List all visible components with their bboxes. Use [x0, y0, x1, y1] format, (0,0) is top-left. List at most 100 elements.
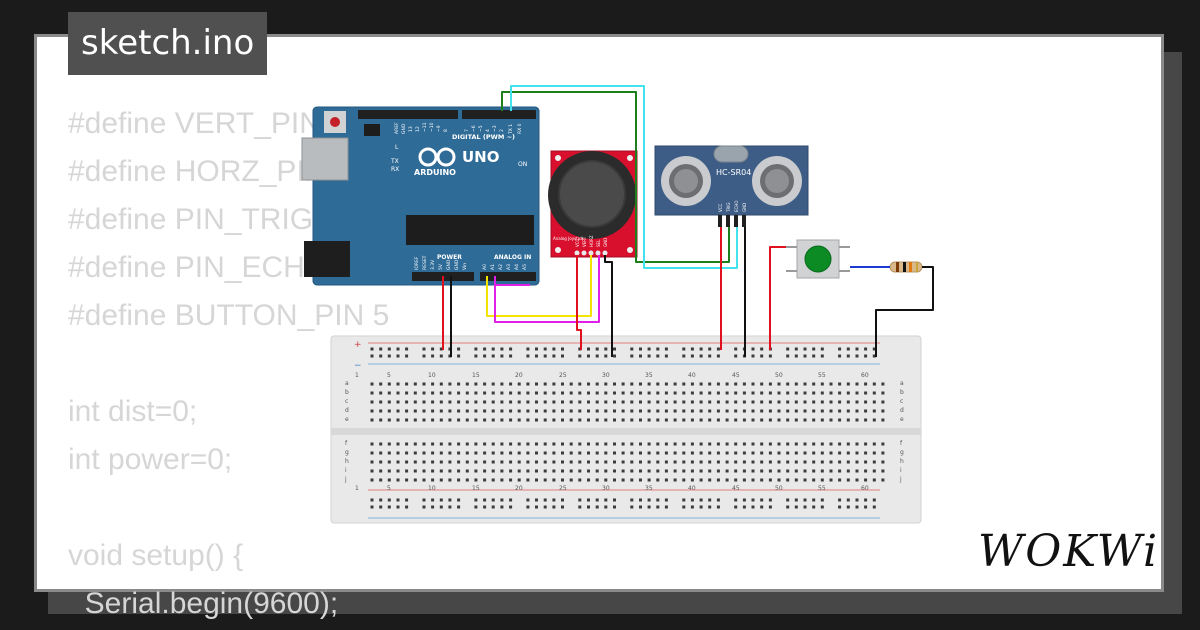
- breadboard-hole: [509, 391, 513, 395]
- breadboard-hole: [422, 347, 426, 351]
- file-tab[interactable]: sketch.ino: [68, 12, 268, 75]
- breadboard-hole: [483, 418, 487, 422]
- breadboard-hole: [699, 505, 703, 509]
- breadboard-hole: [621, 409, 625, 413]
- column-number: 35: [645, 485, 653, 492]
- breadboard-hole: [396, 409, 400, 413]
- breadboard-hole: [656, 418, 660, 422]
- breadboard-hole: [439, 442, 443, 446]
- breadboard-hole: [734, 391, 738, 395]
- breadboard-hole: [864, 354, 868, 358]
- breadboard-hole: [509, 469, 513, 473]
- breadboard-hole: [768, 442, 772, 446]
- breadboard-hole: [864, 391, 868, 395]
- breadboard-hole: [682, 469, 686, 473]
- pin-label: A5: [522, 264, 528, 270]
- breadboard-hole: [587, 418, 590, 422]
- header-analog: [480, 272, 536, 281]
- breadboard-hole: [396, 469, 400, 473]
- breadboard-hole: [803, 409, 807, 413]
- breadboard-hole: [647, 469, 651, 473]
- breadboard-hole: [656, 409, 660, 413]
- breadboard-hole: [517, 469, 521, 473]
- arduino-uno[interactable]: UNO ARDUINO DIGITAL (PWM ~) POWER ANALOG…: [301, 106, 540, 286]
- breadboard-hole: [794, 391, 798, 395]
- breadboard-hole: [439, 451, 443, 455]
- column-number: 30: [602, 372, 610, 379]
- breadboard-hole: [725, 391, 729, 395]
- breadboard-hole: [422, 460, 426, 464]
- code-line: int dist=0;: [68, 395, 198, 428]
- pin-label: A3: [506, 264, 512, 270]
- breadboard-hole: [405, 442, 409, 446]
- breadboard-hole: [690, 460, 694, 464]
- breadboard-hole: [777, 442, 781, 446]
- breadboard-hole: [708, 354, 712, 358]
- pushbutton[interactable]: [786, 239, 850, 279]
- breadboard-hole: [370, 498, 374, 502]
- breadboard-hole: [474, 451, 478, 455]
- breadboard-hole: [457, 418, 461, 422]
- breadboard-hole: [457, 400, 461, 404]
- breadboard-hole: [829, 409, 833, 413]
- breadboard-hole: [716, 409, 720, 413]
- digital-pin-labels: AREF GND 13 12 ~11 ~10 ~9 8 7 ~6 ~5 4 ~3…: [394, 122, 523, 135]
- breadboard-hole: [656, 451, 660, 455]
- row-letter: h: [900, 458, 904, 465]
- breadboard-hole: [604, 347, 608, 351]
- reset-button-cap[interactable]: [330, 117, 340, 127]
- breadboard-hole: [509, 451, 513, 455]
- breadboard-hole: [768, 354, 772, 358]
- joystick-knob[interactable]: [558, 160, 626, 228]
- ultrasonic-sensor[interactable]: HC-SR04 VCC TRIG ECHO GND: [654, 145, 809, 227]
- breadboard-hole: [725, 469, 729, 473]
- breadboard-hole: [370, 460, 374, 464]
- breadboard-hole: [569, 418, 573, 422]
- breadboard-hole: [552, 478, 556, 482]
- breadboard-hole: [552, 347, 556, 351]
- breadboard-hole: [543, 347, 547, 351]
- breadboard-hole: [422, 391, 426, 395]
- breadboard-column-numbers-bottom: 1 5 10 15 20 25 30 35 40 45 50 55 60: [355, 485, 869, 492]
- breadboard-hole: [760, 400, 764, 404]
- digital-pins-label: DIGITAL (PWM ~): [452, 133, 515, 141]
- pin-label: 2: [499, 129, 505, 132]
- breadboard-hole: [500, 478, 504, 482]
- breadboard-hole: [621, 451, 625, 455]
- breadboard-hole: [613, 498, 616, 502]
- breadboard-hole: [760, 469, 764, 473]
- breadboard-hole: [387, 382, 391, 386]
- breadboard-hole: [708, 460, 712, 464]
- breadboard-hole: [647, 391, 651, 395]
- breadboard-hole: [587, 354, 590, 358]
- breadboard-hole: [794, 498, 798, 502]
- breadboard-hole: [855, 451, 859, 455]
- breadboard-hole: [664, 498, 668, 502]
- breadboard-hole: [725, 460, 729, 464]
- breadboard-hole: [786, 347, 790, 351]
- breadboard-hole: [768, 498, 772, 502]
- analog-joystick[interactable]: Analog Joystick VCC VERT HORZ SEL GND: [548, 150, 638, 258]
- breadboard-hole: [526, 469, 530, 473]
- button-cap[interactable]: [804, 245, 832, 273]
- breadboard-hole: [370, 469, 374, 473]
- breadboard-hole: [647, 451, 651, 455]
- breadboard-hole: [682, 478, 686, 482]
- breadboard-hole: [820, 460, 824, 464]
- breadboard-hole: [630, 460, 634, 464]
- column-number: 15: [472, 372, 480, 379]
- breadboard-hole: [725, 400, 729, 404]
- breadboard-hole: [474, 505, 478, 509]
- breadboard-hole: [587, 478, 590, 482]
- breadboard-hole: [690, 451, 694, 455]
- breadboard-hole: [812, 418, 816, 422]
- breadboard-hole: [405, 409, 409, 413]
- breadboard-hole: [457, 478, 461, 482]
- breadboard-hole: [742, 460, 746, 464]
- breadboard-hole: [543, 478, 547, 482]
- breadboard-hole: [613, 469, 616, 473]
- column-number: 55: [818, 372, 826, 379]
- power-pins-label: POWER: [437, 254, 462, 261]
- breadboard-hole: [474, 478, 478, 482]
- breadboard-hole: [509, 409, 513, 413]
